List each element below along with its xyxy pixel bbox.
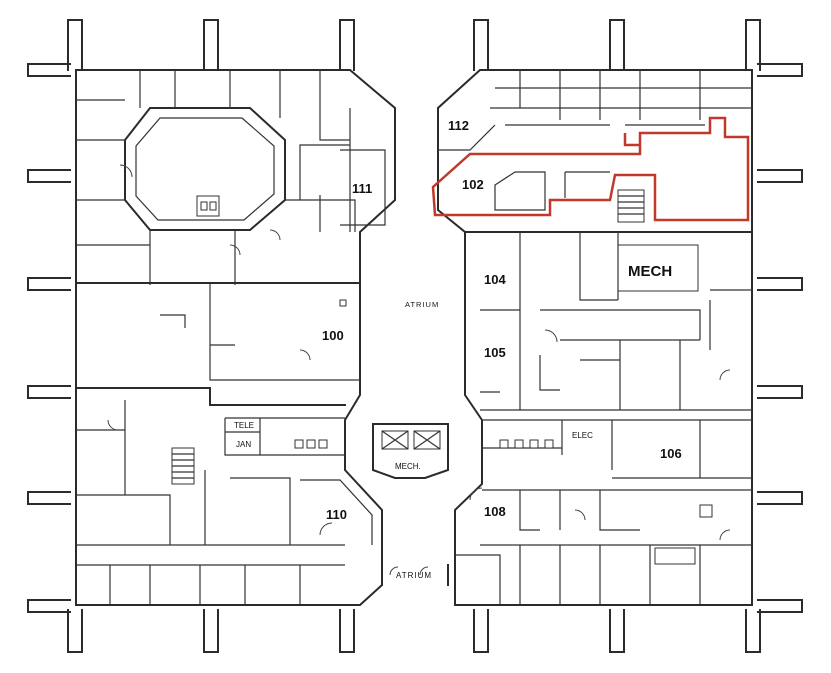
jan-label: JAN xyxy=(236,440,251,449)
mech-label-main: MECH xyxy=(628,263,672,280)
highlighted-suite-102 xyxy=(431,116,750,222)
tele-label: TELE xyxy=(234,421,254,430)
elec-label: ELEC xyxy=(572,431,593,440)
highlight-outline xyxy=(431,116,750,222)
room-label-106: 106 xyxy=(660,446,682,461)
room-label-105: 105 xyxy=(484,345,506,360)
central-mech-structure xyxy=(372,423,449,586)
room-label-112: 112 xyxy=(448,118,469,133)
room-label-102: 102 xyxy=(462,177,484,192)
room-label-100: 100 xyxy=(322,328,344,343)
atrium-label-top: ATRIUM xyxy=(405,300,439,309)
right-building-projections xyxy=(473,19,803,653)
area-labels: ATRIUM ATRIUM MECH MECH. TELE JAN ELEC xyxy=(234,263,672,580)
room-label-110: 110 xyxy=(326,507,347,522)
highlight-inner-outline xyxy=(623,133,640,147)
atrium-label-bottom: ATRIUM xyxy=(396,571,432,580)
room-labels: 111 112 102 104 100 105 106 110 108 xyxy=(322,118,682,522)
left-building xyxy=(75,69,396,606)
right-building xyxy=(437,69,753,606)
mech-label-small: MECH. xyxy=(395,462,421,471)
room-label-104: 104 xyxy=(484,272,506,287)
left-building-projections xyxy=(27,19,355,653)
room-label-111: 111 xyxy=(352,181,372,196)
room-label-108: 108 xyxy=(484,504,506,519)
